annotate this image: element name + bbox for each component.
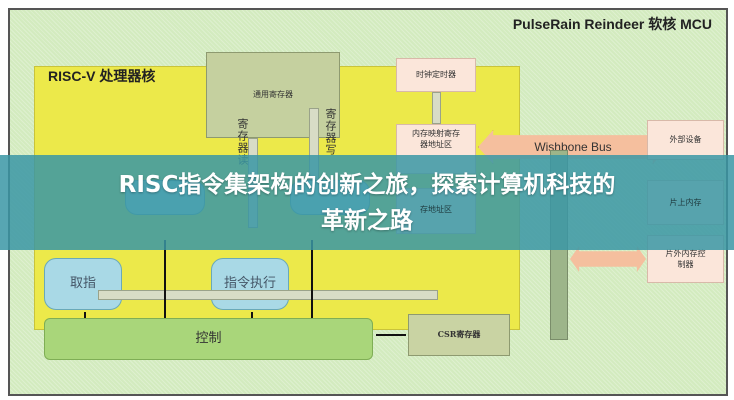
banner-title-line2: 革新之路	[321, 207, 413, 234]
banner-title-line1: RISC指令集架构的创新之旅，探索计算机科技的	[118, 171, 616, 198]
control-link	[251, 312, 253, 320]
onchip-memory-label: 片上内存	[669, 198, 702, 207]
execute-stage: 指令执行	[211, 258, 289, 310]
timer-link-arrow	[432, 92, 441, 124]
mcu-title: PulseRain Reindeer 软核 MCU	[512, 16, 712, 32]
csr-registers-box: CSR寄存器	[408, 314, 510, 356]
fetch-stage: 取指	[44, 258, 122, 310]
control-link	[311, 240, 313, 318]
title-banner: RISC指令集架构的创新之旅，探索计算机科技的 革新之路	[0, 155, 734, 250]
clock-timer-box: 时钟定时器	[396, 58, 476, 92]
general-registers-box: 通用寄存器	[206, 52, 340, 138]
control-link	[164, 240, 166, 318]
external-devices-box: 外部设备	[647, 120, 724, 160]
memory-region-label: 存地址区	[420, 205, 452, 214]
reg-write-label: 寄存器写	[324, 108, 337, 156]
control-link	[84, 312, 86, 320]
csr-link	[376, 334, 406, 336]
writeback-path	[98, 290, 438, 300]
control-block: 控制	[44, 318, 373, 360]
reg-read-label: 寄存器读	[236, 118, 249, 166]
core-title: RISC-V 处理器核	[48, 68, 156, 84]
